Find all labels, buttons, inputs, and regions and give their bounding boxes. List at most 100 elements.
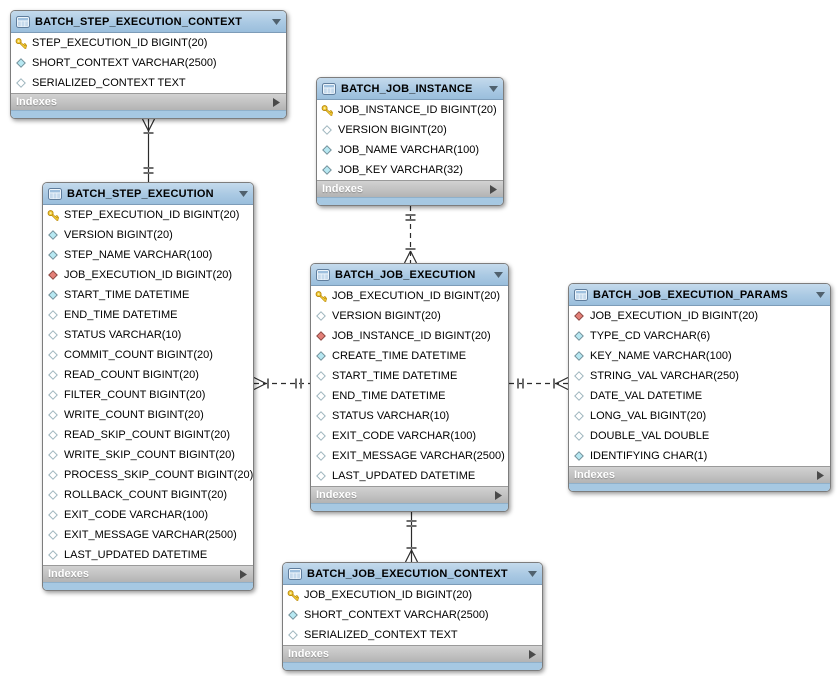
primary-key-icon — [15, 37, 27, 50]
columns-list: JOB_INSTANCE_ID BIGINT(20)VERSION BIGINT… — [317, 100, 503, 180]
table-header[interactable]: BATCH_STEP_EXECUTION — [43, 183, 253, 205]
column-row[interactable]: READ_SKIP_COUNT BIGINT(20) — [43, 425, 253, 445]
nullable-diamond-icon — [15, 78, 27, 88]
column-row[interactable]: JOB_KEY VARCHAR(32) — [317, 160, 503, 180]
indexes-bar[interactable]: Indexes — [43, 565, 253, 582]
nullable-diamond-icon — [47, 370, 59, 380]
column-row[interactable]: SERIALIZED_CONTEXT TEXT — [11, 73, 286, 93]
column-row[interactable]: DATE_VAL DATETIME — [569, 386, 830, 406]
column-row[interactable]: DOUBLE_VAL DOUBLE — [569, 426, 830, 446]
column-row[interactable]: CREATE_TIME DATETIME — [311, 346, 508, 366]
indexes-bar[interactable]: Indexes — [311, 486, 508, 503]
column-label: JOB_EXECUTION_ID BIGINT(20) — [304, 589, 473, 601]
column-row[interactable]: LONG_VAL BIGINT(20) — [569, 406, 830, 426]
indexes-label: Indexes — [316, 489, 357, 501]
not-null-diamond-icon — [47, 290, 59, 300]
column-label: IDENTIFYING CHAR(1) — [590, 450, 708, 462]
column-row[interactable]: ROLLBACK_COUNT BIGINT(20) — [43, 485, 253, 505]
collapse-arrow-icon[interactable] — [494, 271, 503, 278]
expand-indexes-icon[interactable] — [529, 649, 536, 659]
expand-indexes-icon[interactable] — [240, 569, 247, 579]
column-row[interactable]: STEP_NAME VARCHAR(100) — [43, 245, 253, 265]
column-row[interactable]: JOB_EXECUTION_ID BIGINT(20) — [311, 286, 508, 306]
column-row[interactable]: VERSION BIGINT(20) — [317, 120, 503, 140]
column-label: ROLLBACK_COUNT BIGINT(20) — [64, 489, 228, 501]
table-header[interactable]: BATCH_STEP_EXECUTION_CONTEXT — [11, 11, 286, 33]
column-row[interactable]: SERIALIZED_CONTEXT TEXT — [283, 625, 542, 645]
column-label: FILTER_COUNT BIGINT(20) — [64, 389, 206, 401]
column-row[interactable]: LAST_UPDATED DATETIME — [311, 466, 508, 486]
column-row[interactable]: EXIT_CODE VARCHAR(100) — [43, 505, 253, 525]
collapse-arrow-icon[interactable] — [239, 190, 248, 197]
column-row[interactable]: EXIT_MESSAGE VARCHAR(2500) — [43, 525, 253, 545]
table-icon — [316, 268, 330, 281]
column-row[interactable]: STEP_EXECUTION_ID BIGINT(20) — [11, 33, 286, 53]
column-row[interactable]: END_TIME DATETIME — [311, 386, 508, 406]
nullable-diamond-icon — [315, 391, 327, 401]
table-header[interactable]: BATCH_JOB_EXECUTION — [311, 264, 508, 286]
column-label: KEY_NAME VARCHAR(100) — [590, 350, 732, 362]
column-row[interactable]: STRING_VAL VARCHAR(250) — [569, 366, 830, 386]
column-row[interactable]: JOB_NAME VARCHAR(100) — [317, 140, 503, 160]
column-row[interactable]: JOB_EXECUTION_ID BIGINT(20) — [43, 265, 253, 285]
column-row[interactable]: STEP_EXECUTION_ID BIGINT(20) — [43, 205, 253, 225]
column-label: VERSION BIGINT(20) — [64, 229, 173, 241]
column-row[interactable]: EXIT_CODE VARCHAR(100) — [311, 426, 508, 446]
expand-indexes-icon[interactable] — [273, 97, 280, 107]
column-row[interactable]: READ_COUNT BIGINT(20) — [43, 365, 253, 385]
collapse-arrow-icon[interactable] — [272, 18, 281, 25]
column-row[interactable]: JOB_EXECUTION_ID BIGINT(20) — [569, 306, 830, 326]
table-header[interactable]: BATCH_JOB_EXECUTION_CONTEXT — [283, 563, 542, 585]
column-row[interactable]: FILTER_COUNT BIGINT(20) — [43, 385, 253, 405]
collapse-arrow-icon[interactable] — [816, 291, 825, 298]
column-row[interactable]: STATUS VARCHAR(10) — [43, 325, 253, 345]
column-row[interactable]: SHORT_CONTEXT VARCHAR(2500) — [11, 53, 286, 73]
column-row[interactable]: END_TIME DATETIME — [43, 305, 253, 325]
column-row[interactable]: TYPE_CD VARCHAR(6) — [569, 326, 830, 346]
column-row[interactable]: COMMIT_COUNT BIGINT(20) — [43, 345, 253, 365]
column-row[interactable]: VERSION BIGINT(20) — [43, 225, 253, 245]
indexes-bar[interactable]: Indexes — [11, 93, 286, 110]
column-row[interactable]: START_TIME DATETIME — [43, 285, 253, 305]
column-row[interactable]: SHORT_CONTEXT VARCHAR(2500) — [283, 605, 542, 625]
column-row[interactable]: START_TIME DATETIME — [311, 366, 508, 386]
column-row[interactable]: VERSION BIGINT(20) — [311, 306, 508, 326]
collapse-arrow-icon[interactable] — [489, 85, 498, 92]
table-icon — [288, 567, 302, 580]
expand-indexes-icon[interactable] — [495, 490, 502, 500]
column-row[interactable]: JOB_EXECUTION_ID BIGINT(20) — [283, 585, 542, 605]
column-row[interactable]: IDENTIFYING CHAR(1) — [569, 446, 830, 466]
column-label: READ_SKIP_COUNT BIGINT(20) — [64, 429, 231, 441]
table-header[interactable]: BATCH_JOB_INSTANCE — [317, 78, 503, 100]
column-row[interactable]: JOB_INSTANCE_ID BIGINT(20) — [317, 100, 503, 120]
column-row[interactable]: STATUS VARCHAR(10) — [311, 406, 508, 426]
indexes-bar[interactable]: Indexes — [317, 180, 503, 197]
collapse-arrow-icon[interactable] — [528, 570, 537, 577]
not-null-diamond-icon — [321, 165, 333, 175]
not-null-diamond-icon — [15, 58, 27, 68]
column-row[interactable]: EXIT_MESSAGE VARCHAR(2500) — [311, 446, 508, 466]
column-row[interactable]: WRITE_SKIP_COUNT BIGINT(20) — [43, 445, 253, 465]
column-row[interactable]: WRITE_COUNT BIGINT(20) — [43, 405, 253, 425]
nullable-diamond-icon — [573, 391, 585, 401]
nullable-diamond-icon — [315, 411, 327, 421]
column-row[interactable]: JOB_INSTANCE_ID BIGINT(20) — [311, 326, 508, 346]
expand-indexes-icon[interactable] — [817, 470, 824, 480]
entity-table-batch-job-execution-context[interactable]: BATCH_JOB_EXECUTION_CONTEXT JOB_EXECUTION… — [282, 562, 543, 671]
column-row[interactable]: KEY_NAME VARCHAR(100) — [569, 346, 830, 366]
expand-indexes-icon[interactable] — [490, 184, 497, 194]
column-label: SERIALIZED_CONTEXT TEXT — [32, 77, 186, 89]
table-header[interactable]: BATCH_JOB_EXECUTION_PARAMS — [569, 284, 830, 306]
indexes-bar[interactable]: Indexes — [569, 466, 830, 483]
not-null-diamond-icon — [287, 610, 299, 620]
column-row[interactable]: PROCESS_SKIP_COUNT BIGINT(20) — [43, 465, 253, 485]
relationship-connector — [509, 376, 569, 391]
indexes-bar[interactable]: Indexes — [283, 645, 542, 662]
column-row[interactable]: LAST_UPDATED DATETIME — [43, 545, 253, 565]
